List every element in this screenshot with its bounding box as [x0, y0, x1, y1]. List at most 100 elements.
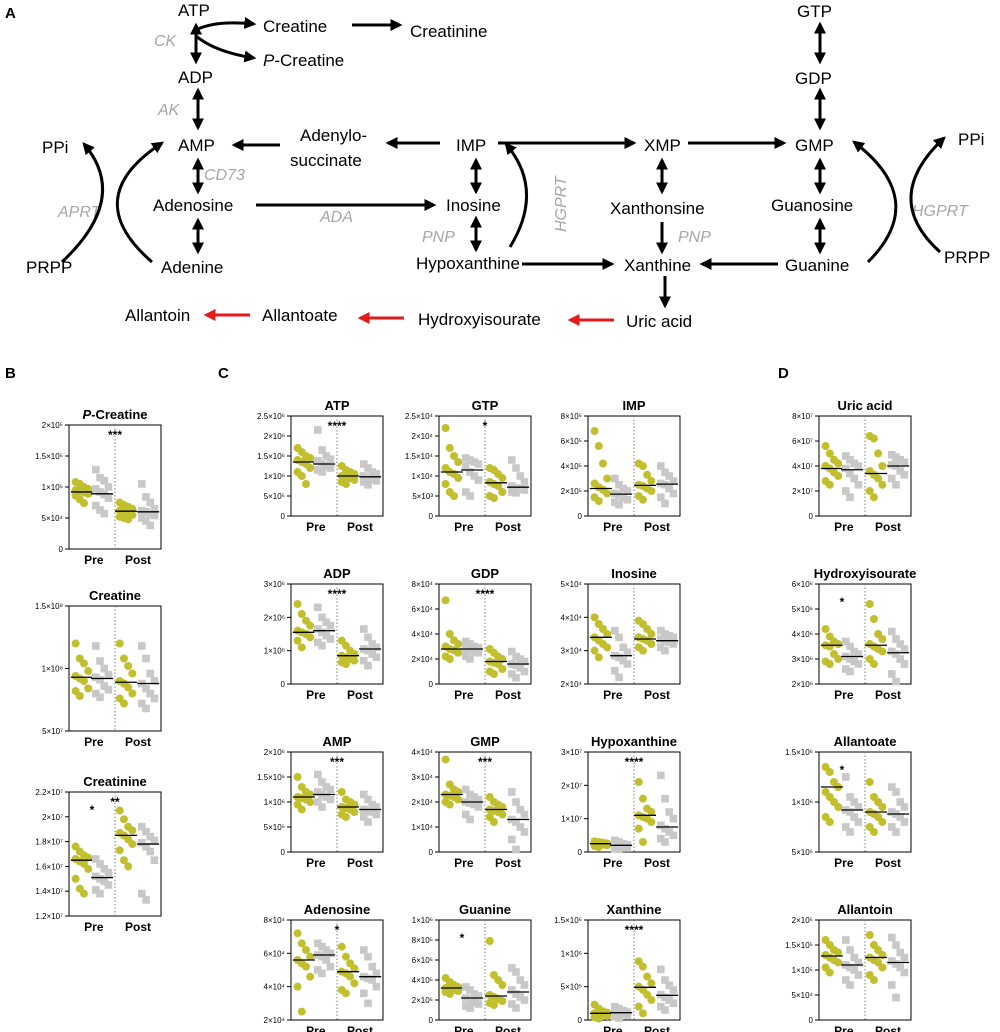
data-point — [611, 1002, 619, 1011]
enzyme-hgprt-1: HGPRT — [553, 175, 570, 232]
data-point — [364, 633, 372, 642]
data-point — [619, 643, 628, 652]
data-point — [623, 660, 632, 668]
data-point — [854, 803, 863, 811]
y-tick-label: 2×10⁵ — [42, 421, 63, 430]
data-point — [322, 946, 331, 954]
data-point — [896, 655, 905, 663]
chart-title: Uric acid — [838, 398, 893, 413]
metabolite-creatinine: Creatinine — [410, 22, 488, 41]
data-point — [485, 937, 494, 945]
data-point — [368, 800, 377, 809]
y-tick-label: 5×10⁵ — [264, 823, 285, 832]
data-point — [119, 654, 128, 663]
enzyme-hgprt-2: HGPRT — [912, 203, 969, 220]
data-point — [100, 477, 109, 485]
arrow-prpp-ppi-right — [909, 136, 946, 254]
data-point — [445, 655, 454, 663]
data-point — [594, 442, 603, 450]
data-point — [850, 474, 859, 483]
data-point — [520, 981, 529, 989]
data-point — [874, 449, 883, 458]
data-point — [474, 460, 483, 468]
data-point — [647, 818, 656, 826]
data-point — [615, 845, 623, 854]
data-point — [657, 626, 665, 635]
data-point — [892, 635, 900, 643]
chart-title: Hydroxyisourate — [814, 566, 917, 581]
data-point — [842, 936, 850, 944]
chart-title: Creatinine — [83, 774, 147, 789]
data-point — [842, 976, 850, 984]
data-point — [850, 798, 859, 806]
y-tick-label: 5×10³ — [412, 492, 433, 501]
data-point — [661, 838, 669, 846]
y-tick-label: 1×10⁴ — [412, 472, 434, 481]
y-tick-label: 6×10⁷ — [792, 437, 813, 446]
y-tick-label: 4×10⁵ — [561, 462, 582, 471]
data-point — [466, 815, 474, 824]
data-point — [878, 635, 887, 643]
significance-label: **** — [476, 587, 495, 601]
data-point — [508, 670, 516, 678]
data-point — [869, 828, 878, 836]
data-point — [372, 803, 381, 811]
data-point — [306, 454, 315, 462]
y-tick-label: 2×10⁶ — [264, 613, 285, 622]
data-point — [322, 956, 331, 964]
data-point — [100, 877, 109, 886]
data-point — [128, 826, 137, 835]
metabolite-guanosine: Guanosine — [771, 196, 853, 215]
y-tick-label: 0 — [578, 848, 583, 857]
y-tick-label: 0 — [281, 848, 286, 857]
data-point — [846, 455, 854, 464]
data-point — [508, 456, 516, 464]
data-point — [512, 673, 520, 682]
y-tick-label: 5×10⁴ — [42, 514, 64, 523]
data-point — [516, 655, 525, 663]
data-point — [874, 474, 883, 483]
y-tick-label: 0 — [578, 512, 583, 521]
metabolite-guanine: Guanine — [785, 256, 849, 275]
data-point — [661, 824, 669, 833]
data-point — [454, 987, 463, 995]
data-point — [850, 966, 859, 974]
significance-label-pre: * — [840, 595, 845, 609]
data-point — [466, 1004, 474, 1012]
data-point — [346, 972, 355, 981]
data-point — [665, 631, 674, 640]
data-point — [665, 808, 674, 816]
data-point — [293, 773, 302, 781]
y-tick-label: 1.5×10⁸ — [35, 602, 63, 611]
data-point — [661, 499, 669, 508]
data-point — [150, 677, 159, 685]
data-point — [146, 832, 155, 841]
data-point — [470, 647, 479, 656]
data-point — [318, 446, 326, 454]
data-point — [615, 1004, 623, 1013]
significance-label: **** — [625, 755, 644, 769]
y-tick-label: 5×10⁵ — [792, 848, 813, 857]
y-tick-label: 0 — [578, 1016, 583, 1025]
data-point — [96, 675, 104, 684]
data-point — [638, 495, 647, 504]
data-point — [462, 488, 470, 496]
y-tick-label: 1×10⁶ — [264, 472, 285, 481]
arrow-atp-creatine — [195, 17, 257, 32]
data-point — [854, 480, 863, 489]
data-point — [865, 487, 874, 495]
data-point — [128, 669, 137, 678]
y-tick-label: 4×10⁵ — [412, 976, 433, 985]
y-tick-label: 1.2×10⁷ — [35, 912, 63, 921]
data-point — [896, 467, 905, 475]
data-point — [314, 603, 322, 612]
data-point — [142, 827, 150, 836]
data-point — [138, 642, 146, 650]
y-tick-label: 4×10⁷ — [792, 462, 813, 471]
data-point — [900, 458, 909, 467]
data-point — [878, 462, 887, 470]
data-point — [892, 650, 900, 658]
data-point — [372, 810, 381, 819]
x-label-pre: Pre — [834, 520, 854, 534]
data-point — [842, 452, 850, 460]
